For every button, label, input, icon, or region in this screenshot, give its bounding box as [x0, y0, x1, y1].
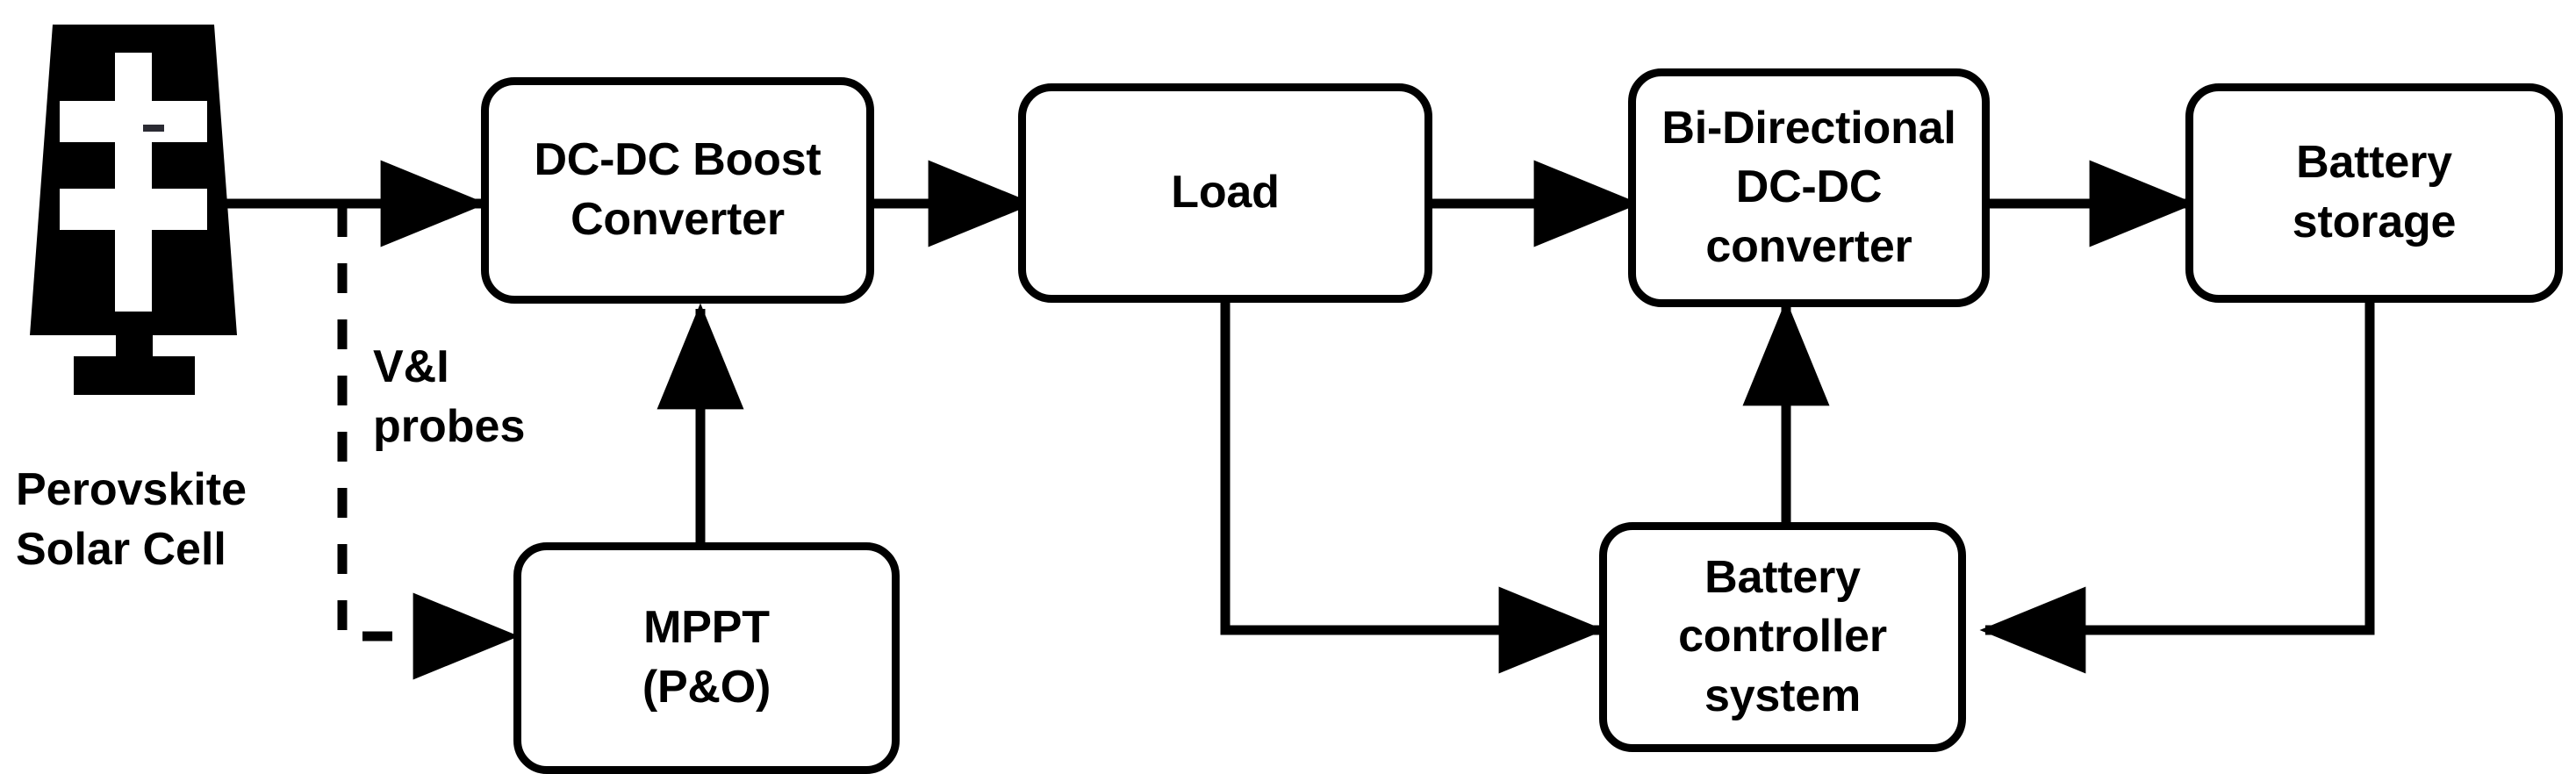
node-label: Battery controller system — [1678, 551, 1887, 721]
edge-label-vi-probes: V&I probes — [373, 341, 526, 452]
connector-battery-to-controller — [1979, 303, 2375, 674]
node-bidirectional-dc-dc-converter[interactable]: Bi-Directional DC-DC converter — [1628, 68, 1990, 307]
node-label: Load — [1171, 167, 1280, 219]
node-load[interactable]: Load — [1018, 83, 1432, 303]
node-battery-storage[interactable]: Battery storage — [2185, 83, 2563, 303]
node-label: Battery storage — [2292, 137, 2457, 247]
solar-cell-caption: Perovskite Solar Cell — [16, 464, 248, 575]
node-dc-dc-boost-converter[interactable]: DC-DC Boost Converter — [481, 77, 874, 304]
solar-panel-icon — [19, 9, 248, 395]
node-label: DC-DC Boost Converter — [534, 134, 822, 245]
node-label: MPPT (P&O) — [642, 602, 771, 713]
node-mppt[interactable]: MPPT (P&O) — [513, 542, 900, 774]
connector-load-to-controller — [1220, 303, 1605, 674]
node-label: Bi-Directional DC-DC converter — [1661, 102, 1956, 272]
node-battery-controller-system[interactable]: Battery controller system — [1599, 522, 1966, 752]
negative-terminal-mark — [143, 125, 164, 132]
